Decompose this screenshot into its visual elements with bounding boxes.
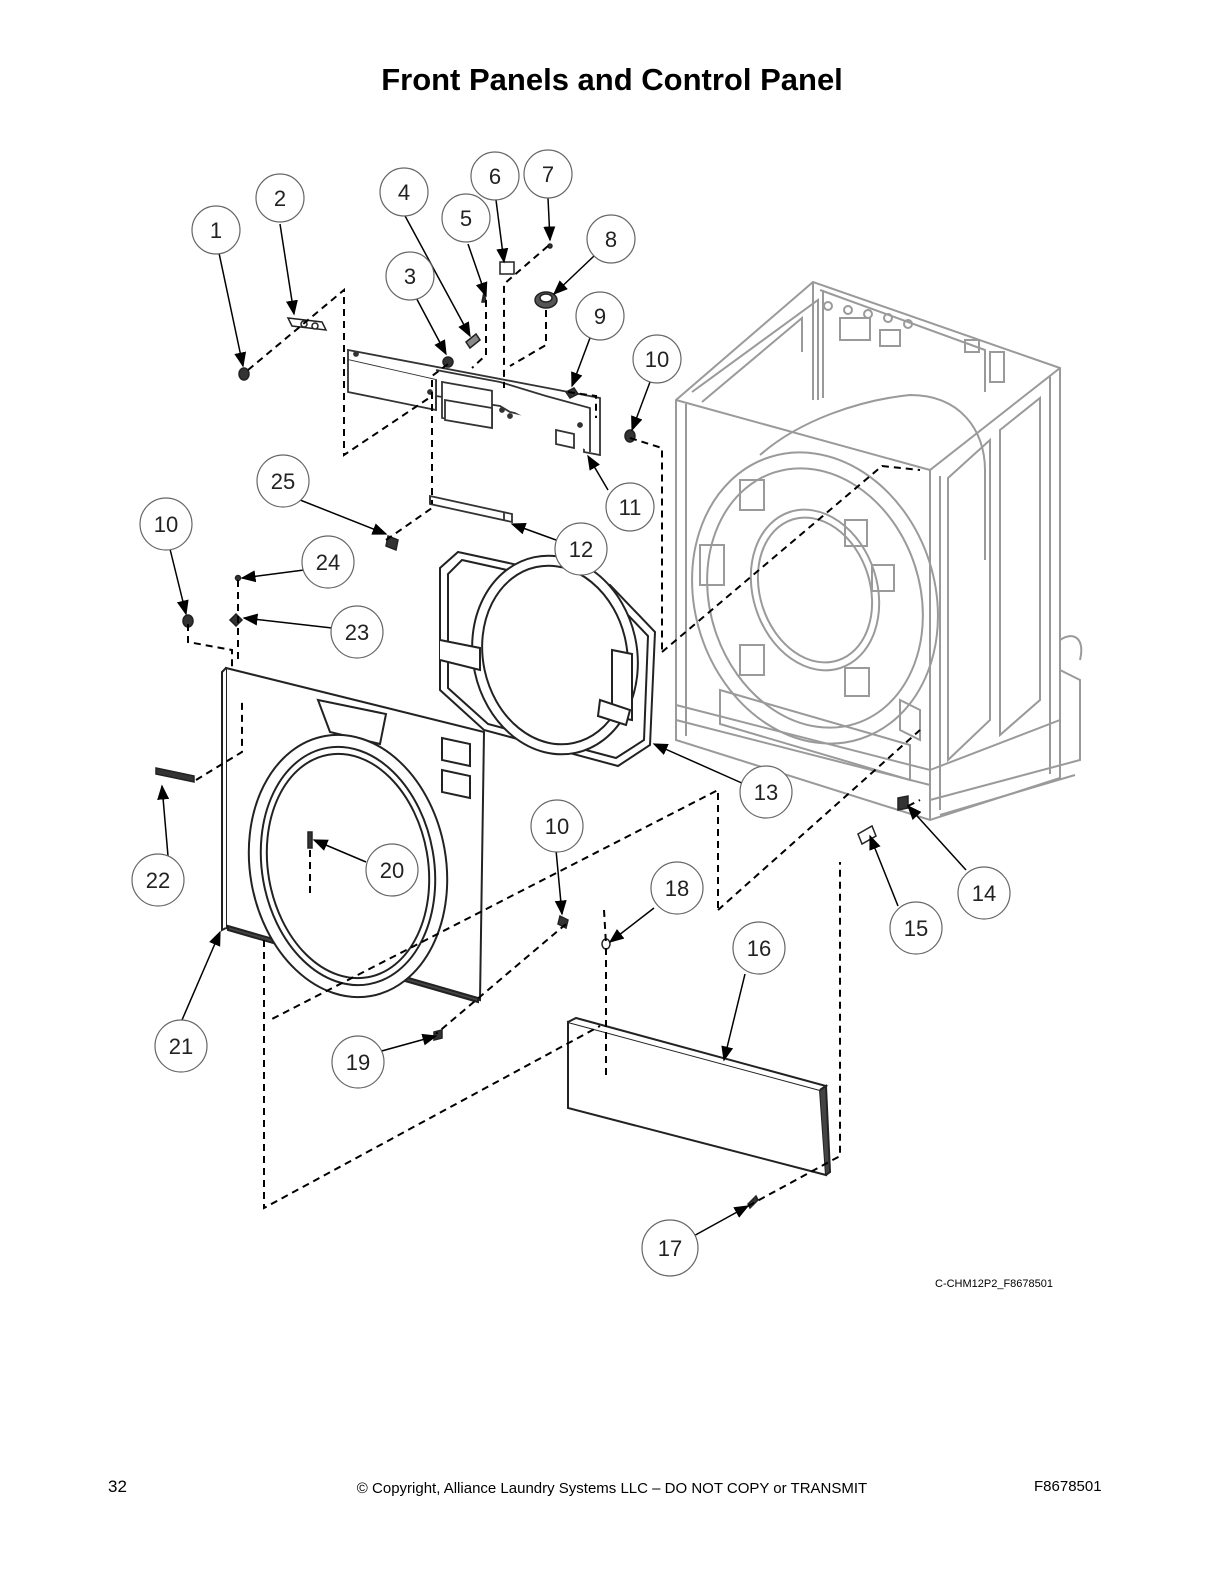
callout-24: 24 xyxy=(316,550,340,575)
copyright-notice: © Copyright, Alliance Laundry Systems LL… xyxy=(356,1480,868,1497)
callout-12: 12 xyxy=(569,537,593,562)
callout-19: 19 xyxy=(346,1050,370,1075)
callout-10-top: 10 xyxy=(645,347,669,372)
callout-10-left: 10 xyxy=(154,512,178,537)
callout-22: 22 xyxy=(146,868,170,893)
callout-15: 15 xyxy=(904,916,928,941)
assembly-lines xyxy=(187,245,921,1210)
callout-labels: 1 2 3 4 5 6 7 8 9 10 10 10 11 12 13 14 1… xyxy=(146,162,996,1261)
callout-14: 14 xyxy=(972,881,996,906)
callout-5: 5 xyxy=(460,206,472,231)
callout-3: 3 xyxy=(404,264,416,289)
callout-9: 9 xyxy=(594,304,606,329)
callout-13: 13 xyxy=(754,780,778,805)
callout-23: 23 xyxy=(345,620,369,645)
callout-10-bottom: 10 xyxy=(545,814,569,839)
callout-6: 6 xyxy=(489,164,501,189)
control-panel-bracket xyxy=(347,348,601,457)
lower-kick-panel xyxy=(567,1016,832,1177)
figure-code: C-CHM12P2_F8678501 xyxy=(935,1278,1054,1290)
front-panel xyxy=(221,666,486,1004)
callout-20: 20 xyxy=(380,858,404,883)
door-lock-bracket xyxy=(429,494,513,524)
hardware-parts xyxy=(155,243,909,1210)
dryer-drum xyxy=(691,393,1083,745)
leader-lines xyxy=(157,197,967,1239)
callout-21: 21 xyxy=(169,1034,193,1059)
callout-11: 11 xyxy=(619,495,642,520)
callout-25: 25 xyxy=(271,469,295,494)
callout-16: 16 xyxy=(747,936,771,961)
callout-18: 18 xyxy=(665,876,689,901)
page-number: 32 xyxy=(108,1477,127,1496)
callout-7: 7 xyxy=(542,162,554,187)
callout-17: 17 xyxy=(658,1236,682,1261)
document-code: F8678501 xyxy=(1034,1478,1102,1495)
callout-circles xyxy=(131,149,1011,1277)
callout-1: 1 xyxy=(210,218,222,243)
callout-4: 4 xyxy=(398,180,410,205)
inner-door-panel xyxy=(439,550,657,768)
callout-8: 8 xyxy=(605,227,617,252)
dryer-cabinet xyxy=(675,280,1081,822)
callout-2: 2 xyxy=(274,186,286,211)
page-title: Front Panels and Control Panel xyxy=(381,62,843,97)
